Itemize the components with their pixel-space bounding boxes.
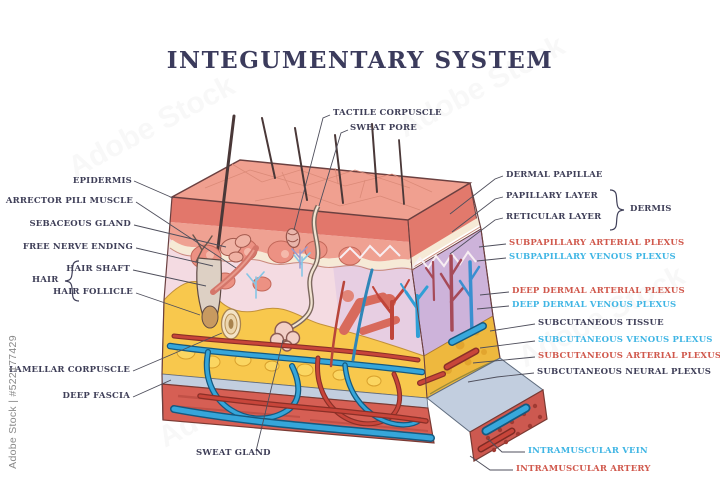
epidermis-layer bbox=[170, 197, 410, 242]
label-free-nerve-ending: FREE NERVE ENDING bbox=[22, 242, 133, 252]
label-intramuscular-vein: INTRAMUSCULAR VEIN bbox=[528, 446, 648, 456]
epidermis-side-cream bbox=[409, 218, 481, 265]
label-subcutaneous-arterial-plexus: SUBCUTANEOUS ARTERIAL PLEXUS bbox=[538, 351, 720, 361]
label-lamellar-corpuscle: LAMELLAR CORPUSCLE bbox=[8, 365, 130, 375]
dermis-lavender-zone bbox=[332, 256, 424, 356]
intramuscular-vessels bbox=[477, 403, 531, 453]
vein-tree-front bbox=[400, 283, 429, 338]
label-subpapillary-arterial-plexus: SUBPAPILLARY ARTERIAL PLEXUS bbox=[509, 238, 685, 248]
label-subcutaneous-tissue: SUBCUTANEOUS TISSUE bbox=[538, 318, 664, 328]
free-nerve-ending-graphic bbox=[192, 234, 213, 263]
dermis-bracket bbox=[609, 189, 625, 231]
page-title: INTEGUMENTARY SYSTEM bbox=[166, 47, 554, 74]
subcutaneous-neural-plexus-graphic bbox=[429, 359, 497, 395]
label-deep-fascia: DEEP FASCIA bbox=[62, 391, 130, 401]
label-dermis: DERMIS bbox=[630, 204, 672, 214]
papillae-highlights bbox=[206, 248, 289, 259]
papillae-zigzag bbox=[339, 244, 477, 270]
label-subcutaneous-venous-plexus: SUBCUTANEOUS VENOUS PLEXUS bbox=[538, 335, 713, 345]
subcutaneous-venous-plexus-graphic bbox=[166, 342, 426, 376]
hair-bracket bbox=[64, 260, 80, 302]
label-tactile-corpuscle: TACTILE CORPUSCLE bbox=[333, 108, 442, 118]
label-hair: HAIR bbox=[32, 275, 59, 285]
label-reticular-layer: RETICULAR LAYER bbox=[506, 212, 602, 222]
label-sweat-gland: SWEAT GLAND bbox=[196, 448, 271, 458]
label-subcutaneous-neural-plexus: SUBCUTANEOUS NEURAL PLEXUS bbox=[537, 367, 712, 377]
label-dermal-papillae: DERMAL PAPILLAE bbox=[506, 170, 603, 180]
label-subpapillary-venous-plexus: SUBPAPILLARY VENOUS PLEXUS bbox=[509, 252, 676, 262]
intramuscular-block bbox=[426, 357, 548, 462]
tactile-corpuscle-graphic bbox=[285, 228, 301, 248]
label-papillary-layer: PAPILLARY LAYER bbox=[506, 191, 598, 201]
arrector-pili-highlight bbox=[214, 249, 255, 291]
muscle-vessels bbox=[170, 393, 435, 442]
vessel-loops bbox=[203, 349, 423, 428]
label-arrector-pili-muscle: ARRECTOR PILI MUSCLE bbox=[5, 196, 133, 206]
label-hair-follicle: HAIR FOLLICLE bbox=[53, 287, 133, 297]
sweat-duct-graphic bbox=[284, 204, 321, 333]
label-intramuscular-artery: INTRAMUSCULAR ARTERY bbox=[516, 464, 651, 474]
label-epidermis: EPIDERMIS bbox=[72, 176, 132, 186]
skin-block bbox=[161, 114, 548, 462]
label-deep-dermal-arterial-plexus: DEEP DERMAL ARTERIAL PLEXUS bbox=[512, 286, 685, 296]
leader-lines bbox=[132, 114, 536, 471]
subcutaneous-arterial-plexus-graphic bbox=[171, 333, 421, 363]
label-deep-dermal-venous-plexus: DEEP DERMAL VENOUS PLEXUS bbox=[512, 300, 677, 310]
watermark-id: Adobe Stock | #522177429 bbox=[7, 335, 19, 469]
subcutaneous-vessel-capsules bbox=[417, 322, 487, 386]
block-outline bbox=[161, 182, 501, 421]
label-hair-shaft: HAIR SHAFT bbox=[66, 264, 130, 274]
nerve-sprig bbox=[291, 246, 308, 269]
vein-tree-side bbox=[458, 260, 481, 336]
lamellar-corpuscle-graphic bbox=[220, 308, 242, 340]
vessel-connectors bbox=[329, 268, 374, 368]
label-sebaceous-gland: SEBACEOUS GLAND bbox=[29, 219, 131, 229]
muscle-dots bbox=[479, 403, 543, 453]
artery-tree-front bbox=[372, 279, 410, 340]
label-sweat-pore: SWEAT PORE bbox=[350, 123, 417, 133]
hair-bulb bbox=[201, 305, 219, 329]
sebaceous-gland-graphic bbox=[219, 234, 252, 263]
artery-tree-side bbox=[424, 254, 465, 332]
